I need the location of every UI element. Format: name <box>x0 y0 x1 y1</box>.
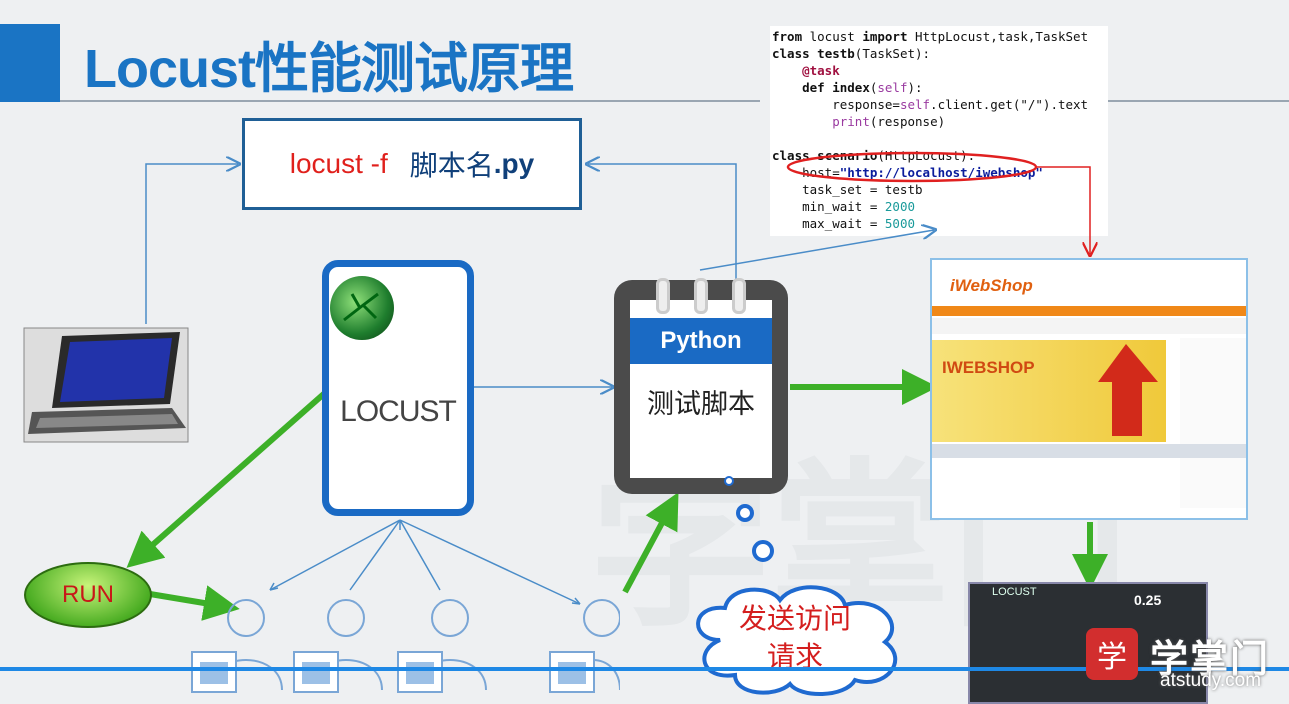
thought-bubble-2 <box>736 504 754 522</box>
laptop-icon <box>22 326 190 446</box>
iwebshop-category-strip <box>932 444 1246 458</box>
connector-laptop-command <box>146 164 238 324</box>
thought-bubble-1 <box>724 476 734 486</box>
locust-label: LOCUST <box>322 395 474 429</box>
cloud-text-line1: 发送访问 <box>720 600 870 638</box>
iwebshop-logo: iWebShop <box>950 276 1033 296</box>
cloud-text: 发送访问 请求 <box>720 600 870 676</box>
run-node: RUN <box>24 562 152 628</box>
virtual-users <box>180 590 620 700</box>
iwebshop-nav <box>932 306 1246 316</box>
user-icon <box>192 600 620 692</box>
arrow-users-python <box>625 508 670 592</box>
locust-logo <box>330 276 394 340</box>
connector-host-iwebshop <box>1036 167 1090 254</box>
python-script-label: 测试脚本 <box>630 382 772 421</box>
connector-python-code <box>700 230 934 270</box>
host-highlight <box>788 153 1036 181</box>
binder-ring-2 <box>694 278 708 314</box>
brand-url: atstudy.com <box>1160 670 1261 692</box>
binder-ring-3 <box>732 278 746 314</box>
banner-arrow-graphic <box>1096 342 1166 438</box>
binder-ring-1 <box>656 278 670 314</box>
dashboard-value: 0.25 <box>1134 592 1161 608</box>
dashboard-logo: LOCUST <box>992 586 1037 598</box>
iwebshop-banner-title: IWEBSHOP <box>942 358 1035 378</box>
python-band: Python <box>630 318 772 364</box>
iwebshop-search-bar <box>932 318 1246 334</box>
iwebshop-sidebar <box>1180 338 1246 508</box>
thought-bubble-3 <box>752 540 774 562</box>
brand-logo-icon: 学 <box>1086 628 1138 680</box>
